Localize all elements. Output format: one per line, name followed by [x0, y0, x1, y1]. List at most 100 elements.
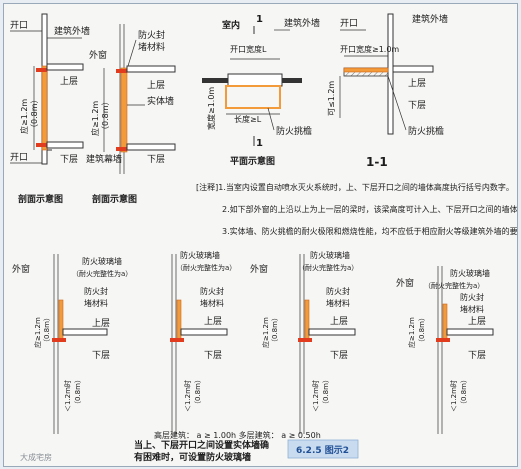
section-diagram-1: 开口 建筑外墙 应≥1.2m （0.8m） 上层 下层 开口 剖面示意图	[10, 13, 90, 205]
notes: [注释]1.当室内设置自动喷水灭火系统时，上、下层开口之间的墙体高度执行括号内数…	[196, 182, 517, 236]
label-glass-wall-b1: 防火玻璃墙	[82, 256, 122, 266]
height-sprinkler-b1: （0.8m）	[43, 314, 51, 346]
height-low-b2: ＜1.2m时	[183, 380, 192, 412]
label-integrity-b1: （耐火完整性为a）	[72, 269, 132, 278]
label-outer-window-b3: 外窗	[250, 263, 268, 275]
label-upper-floor-2: 上层	[147, 80, 165, 91]
fire-rating-text: 高层建筑： a ≥ 1.00h 多层建筑： a ≥ 0.50h	[154, 430, 321, 440]
label-outer-window-top: 外窗	[89, 49, 107, 61]
solid-wall-2	[120, 67, 128, 153]
label-width-plan: 宽度≥1.0m	[206, 87, 216, 130]
label-opening-top: 开口	[10, 20, 28, 31]
label-material-b3: 堵材料	[326, 298, 350, 308]
label-material-b4: 堵材料	[460, 304, 484, 314]
section-diagram-2: 外窗 防火封 堵材料 上层 实体墙 下层 应≥1.2m （0.8m） 建筑幕墙 …	[86, 24, 176, 205]
label-lower-b4: 下层	[468, 350, 486, 361]
height-sprinkler-1: （0.8m）	[30, 95, 39, 132]
glass-wall-panel-2: 防火玻璃墙 （耐火完整性为a） 防火封 堵材料 上层 下层 ＜1.2m时 （0.…	[170, 250, 236, 434]
label-fire-canopy-plan: 防火挑檐	[276, 125, 312, 137]
label-upper-b3: 上层	[330, 316, 348, 327]
label-glass-wall-b3: 防火玻璃墙	[310, 250, 350, 260]
caption-plan: 平面示意图	[230, 155, 275, 167]
label-lower-b3: 下层	[330, 350, 348, 361]
label-exterior-wall: 建筑外墙	[54, 25, 90, 37]
height-low-spr-b3: （0.8m）	[322, 376, 330, 408]
label-lower-b1: 下层	[92, 350, 110, 361]
label-seal-b2: 防火封	[200, 286, 224, 296]
label-opening-bottom: 开口	[10, 152, 28, 163]
glass-wall-panel-1: 外窗 防火玻璃墙 （耐火完整性为a） 防火封 堵材料 上层 下层 应≥1.2m …	[12, 254, 132, 434]
caption-line-2: 有困难时，可设置防火玻璃墙	[134, 451, 251, 463]
solid-wall-segment	[41, 65, 48, 151]
note-2: 2.如下部外窗的上沿以上为上一层的梁时，该梁高度可计入上、下层开口之间的墙体高度…	[222, 204, 517, 214]
caption-section-1: 剖面示意图	[18, 193, 63, 205]
label-glass-wall-b4: 防火玻璃墙	[450, 268, 490, 278]
caption-section-11: 1-1	[366, 155, 388, 169]
label-lower-floor-1: 下层	[60, 154, 78, 165]
label-seal-b3: 防火封	[326, 286, 350, 296]
plan-diagram: 室内 1 建筑外墙 开口宽度L 长度≥L 宽度≥1.0m 防火挑檐 1 平面示意…	[202, 14, 320, 167]
fire-separation-diagram: 开口 建筑外墙 应≥1.2m （0.8m） 上层 下层 开口 剖面示意图 外窗 …	[10, 13, 517, 463]
label-lower-b2: 下层	[204, 350, 222, 361]
section-1-1-diagram: 开口 建筑外墙 开口宽度≥1.0m 可≤1.2m 上层 下层 防火挑檐 1-1	[327, 13, 448, 169]
height-min-b1: 应≥1.2m	[33, 317, 42, 348]
height-low-spr-b1: （0.8m）	[74, 376, 82, 408]
note-3: 3.实体墙、防火挑檐的耐火极限和燃烧性能，均不应低于相应耐火等级建筑外墙的要求。	[222, 226, 517, 236]
height-min-b3: 应≥1.2m	[261, 317, 270, 348]
label-lower-floor-2: 下层	[147, 154, 165, 165]
height-sprinkler-b4: （0.8m）	[418, 314, 426, 346]
label-glass-wall-b2: 防火玻璃墙	[180, 250, 220, 260]
label-fire-seal: 防火封	[138, 29, 165, 41]
label-seal-material: 堵材料	[138, 41, 165, 53]
note-1: [注释]1.当室内设置自动喷水灭火系统时，上、下层开口之间的墙体高度执行括号内数…	[196, 182, 514, 192]
label-length: 长度≥L	[234, 114, 262, 124]
height-sprinkler-b3: （0.8m）	[271, 314, 279, 346]
height-low-b3: ＜1.2m时	[311, 380, 320, 412]
label-upper-b4: 上层	[468, 316, 486, 327]
label-upper-b2: 上层	[204, 316, 222, 327]
label-integrity-b4: （耐火完整性为a）	[424, 281, 484, 290]
label-exterior-wall-plan: 建筑外墙	[284, 17, 320, 29]
exterior-wall-11	[387, 13, 394, 135]
plan-fire-canopy	[225, 85, 281, 109]
figure-badge	[287, 439, 359, 459]
label-curtain-wall: 建筑幕墙	[86, 153, 122, 165]
label-outer-window-b4: 外窗	[396, 277, 414, 289]
label-upper-floor-1: 上层	[60, 76, 78, 87]
label-max-height: 可≤1.2m	[327, 81, 336, 116]
height-min-b4: 应≥1.2m	[407, 317, 416, 348]
height-low-b1: ＜1.2m时	[63, 380, 72, 412]
label-lower-floor-11: 下层	[408, 100, 426, 111]
glass-wall-panel-3: 外窗 防火玻璃墙 （耐火完整性为a） 防火封 堵材料 上层 下层 应≥1.2m …	[250, 250, 358, 434]
height-low-b4: ＜1.2m时	[449, 380, 458, 412]
caption-line-1: 当上、下层开口之间设置实体墙确	[134, 439, 269, 451]
height-sprinkler-2: （0.8m）	[101, 97, 110, 134]
label-exterior-wall-11: 建筑外墙	[412, 13, 448, 25]
label-integrity-b3: （耐火完整性为a）	[298, 263, 358, 272]
label-upper-floor-11: 上层	[408, 78, 426, 89]
watermark: 大成宅房	[20, 452, 52, 462]
label-seal-b4: 防火封	[460, 292, 484, 302]
label-integrity-b2: （耐火完整性为a）	[176, 263, 236, 272]
label-outer-window-b1: 外窗	[12, 263, 30, 275]
label-indoor: 室内	[222, 19, 240, 31]
height-min-2: 应≥1.2m	[90, 101, 100, 136]
label-canopy-width: 开口宽度≥1.0m	[340, 44, 399, 54]
label-material-b2: 堵材料	[200, 298, 224, 308]
section-mark-bottom: 1	[256, 138, 263, 149]
label-upper-b1: 上层	[92, 318, 110, 329]
label-seal-b1: 防火封	[84, 286, 108, 296]
diagram-frame: 开口 建筑外墙 应≥1.2m （0.8m） 上层 下层 开口 剖面示意图 外窗 …	[3, 3, 518, 467]
label-solid-wall: 实体墙	[147, 95, 174, 107]
caption-section-2: 剖面示意图	[92, 193, 137, 205]
label-material-b1: 堵材料	[84, 298, 108, 308]
figure-badge-label: 6.2.5 图示2	[296, 445, 349, 456]
height-low-spr-b4: （0.8m）	[460, 376, 468, 408]
glass-wall-panel-4: 外窗 防火玻璃墙 （耐火完整性为a） 防火封 堵材料 上层 下层 应≥1.2m …	[396, 266, 494, 434]
label-opening-width: 开口宽度L	[230, 44, 267, 54]
height-low-spr-b2: （0.8m）	[194, 376, 202, 408]
label-opening-11: 开口	[340, 18, 358, 29]
height-min-1: 应≥1.2m	[19, 99, 29, 134]
section-mark-top: 1	[256, 14, 263, 25]
label-fire-canopy-11: 防火挑檐	[408, 125, 444, 137]
